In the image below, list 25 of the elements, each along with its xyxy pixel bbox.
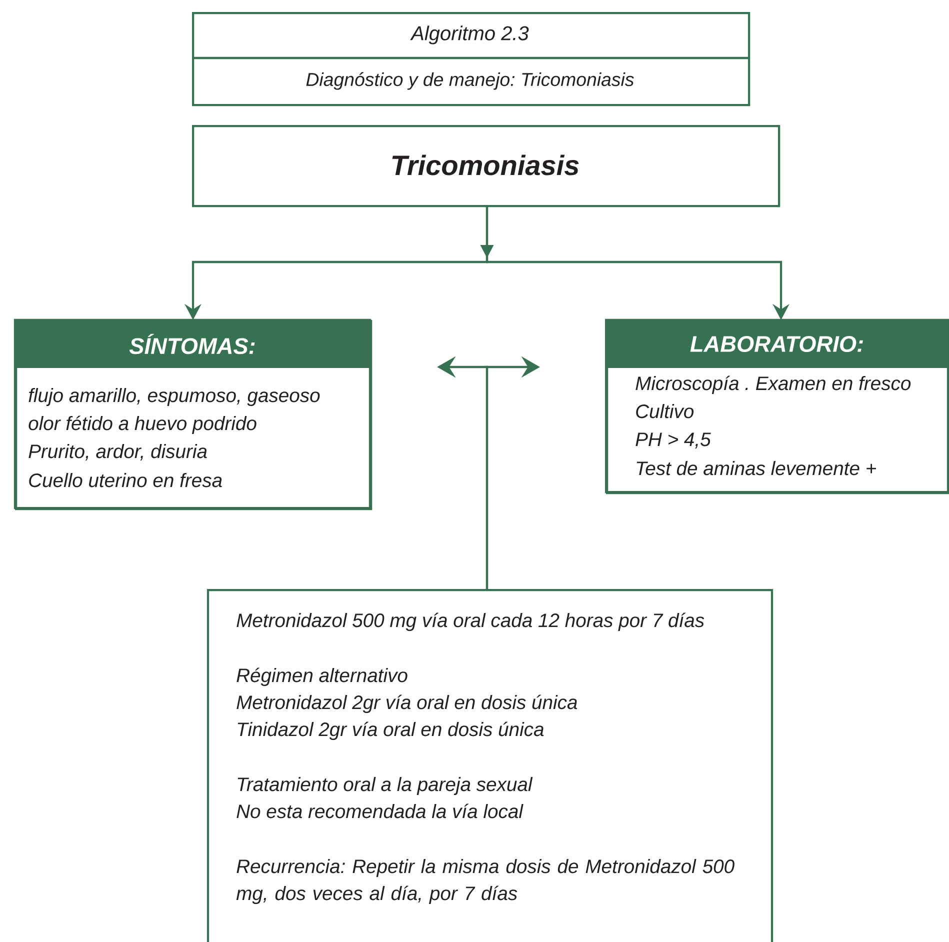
- paragraph: Recurrencia: Repetir la misma dosis de Metronidazol 500 mg, dos veces al día, por 7 días: [236, 859, 734, 904]
- list-item: flujo amarillo, espumoso, gaseoso: [28, 388, 320, 406]
- subtitle-text: Diagnóstico y de manejo: Tricomoniasis: [306, 72, 634, 90]
- heading-text: Algoritmo 2.3: [410, 26, 529, 44]
- treatment-box: [206, 588, 774, 942]
- list-item: Cuello uterino en fresa: [29, 473, 222, 488]
- list-item: Test de aminas levemente +: [636, 461, 876, 476]
- text-line: Metronidazol 500 mg vía oral cada 12 horas por 7 días: [236, 612, 704, 632]
- text-line: Tinidazol 2gr vía oral en dosis única: [238, 722, 544, 740]
- text-line: Régimen alternativo: [236, 668, 408, 686]
- title-box: [192, 12, 750, 106]
- card-heading: LABORATORIO:: [690, 336, 863, 352]
- process-box: [192, 125, 780, 208]
- box-title: Tricomoniasis: [392, 154, 579, 176]
- list-item: Cultivo: [636, 404, 694, 418]
- text-line: Metronidazol 2gr vía oral en dosis única: [236, 694, 578, 714]
- text-line: No esta recomendada la vía local: [236, 804, 524, 818]
- card-heading: SÍNTOMAS:: [129, 334, 255, 354]
- text-line: Tratamiento oral a la pareja sexual: [238, 777, 533, 796]
- info-card: [14, 318, 372, 510]
- list-item: Prurito, ardor, disuria: [28, 444, 207, 460]
- list-item: PH > 4,5: [636, 432, 711, 448]
- list-item: Microscopía . Examen en fresco: [636, 376, 911, 394]
- info-card: [604, 318, 949, 494]
- list-item: olor fétido a huevo podrido: [28, 416, 256, 434]
